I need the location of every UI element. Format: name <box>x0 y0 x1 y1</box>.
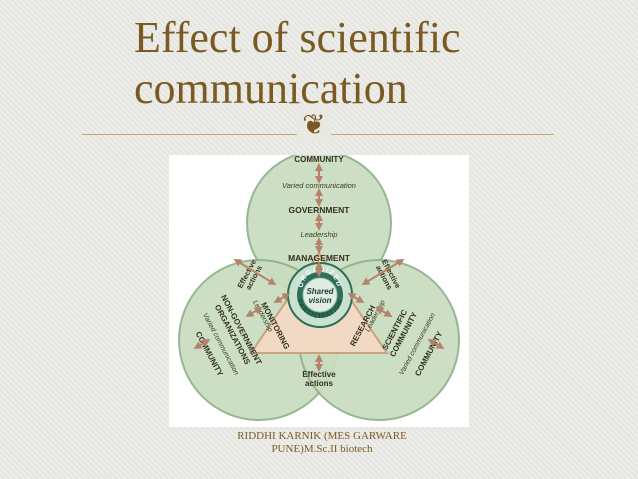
top-leadership-label: Leadership <box>300 230 337 239</box>
scroll-ornament-icon: ❦ <box>297 108 331 142</box>
left-arrow-3 <box>273 292 291 304</box>
caption-line-2: PUNE)M.Sc.II biotech <box>271 443 373 455</box>
left-arrow-1 <box>193 338 211 350</box>
diagram-figure: ORGANIZED PARTICIPATION Shared vision CO… <box>169 155 469 427</box>
right-arrow-1 <box>427 338 445 350</box>
caption-line-1: RIDDHI KARNIK (MES GARWARE <box>237 430 407 442</box>
right-arrow-2 <box>375 306 393 318</box>
shared-vision-disc <box>302 277 338 313</box>
slide-title-line-2: communication <box>134 64 408 113</box>
slide-title: Effect of scientific communication <box>134 12 554 114</box>
shared-vision-line-2: vision <box>308 296 331 305</box>
effective-right-arrow <box>361 258 405 286</box>
top-management-label: MANAGEMENT <box>288 253 351 263</box>
right-arrow-3 <box>347 292 365 304</box>
slide-caption: RIDDHI KARNIK (MES GARWARE PUNE)M.Sc.II … <box>222 430 422 456</box>
top-varied-label: Varied communication <box>282 181 356 190</box>
effective-actions-bottom-line-2: actions <box>305 379 334 388</box>
diagram-svg: ORGANIZED PARTICIPATION Shared vision CO… <box>178 155 460 421</box>
effective-left-arrow <box>233 258 277 286</box>
top-community-label: COMMUNITY <box>294 155 344 164</box>
left-arrow-2 <box>245 306 263 318</box>
effective-actions-bottom-line-1: Effective <box>302 370 336 379</box>
top-government-label: GOVERNMENT <box>289 205 351 215</box>
shared-vision-line-1: Shared <box>306 287 334 296</box>
slide-title-line-1: Effect of scientific <box>134 13 461 62</box>
